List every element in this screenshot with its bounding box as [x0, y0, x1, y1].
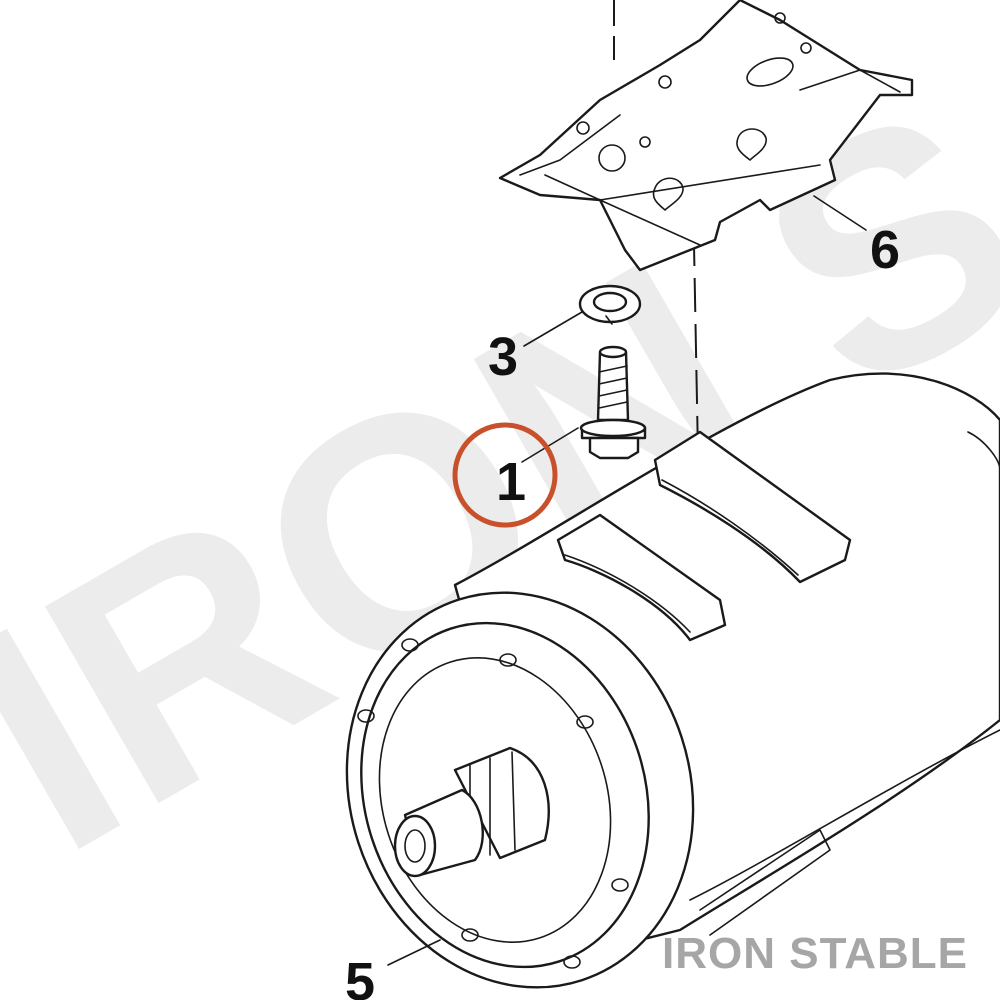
bracket-plate: [498, 0, 914, 272]
motor-body: [345, 372, 1000, 989]
motor-end-cap-inner: [378, 657, 612, 943]
lock-washer: [578, 284, 642, 325]
bracket-rivet: [800, 42, 812, 54]
bolt-hole: [357, 709, 375, 723]
bracket-heart-hole: [652, 177, 684, 211]
brand-wordmark: IRON STABLE: [662, 929, 968, 978]
bracket-fold-line: [544, 164, 821, 246]
callout-part-3: 3: [488, 327, 518, 387]
callout-part-5: 5: [345, 952, 375, 1000]
highlight-circle: [452, 422, 558, 528]
bolt-tip: [598, 345, 628, 359]
mounting-bracket: [498, 0, 914, 272]
leader-line-6: [813, 195, 867, 231]
mounting-rail-left: [556, 513, 727, 642]
leader-line-1: [521, 427, 579, 463]
callout-part-6: 6: [870, 220, 900, 280]
bolt-hole: [499, 653, 517, 667]
bracket-rivet: [774, 12, 786, 24]
shaft-hub: [453, 746, 550, 860]
bolt-hole: [461, 928, 479, 942]
mounting-rail-right: [653, 430, 852, 584]
bolt-thread-lines: [598, 365, 628, 409]
bracket-heart-hole: [736, 128, 767, 161]
bracket-rivet: [658, 75, 672, 89]
washer-inner: [592, 291, 628, 313]
bolt-flange-top: [579, 418, 647, 438]
leader-line-5: [387, 939, 441, 966]
bolt-hole: [401, 638, 419, 652]
motor-base-foot: [699, 829, 831, 936]
bracket-slot: [746, 57, 794, 87]
washer-split: [605, 315, 613, 325]
motor-shaft-end: [393, 814, 437, 878]
leader-line-3: [523, 311, 583, 347]
bracket-rivet: [576, 121, 590, 135]
hex-flange-bolt: [579, 345, 647, 460]
motor-housing-rib: [689, 729, 1000, 901]
bolt-hex-head: [588, 436, 640, 460]
mounting-rail-right-line: [661, 479, 799, 576]
bracket-rivet: [639, 136, 651, 148]
mounting-rail-left-line: [564, 554, 691, 633]
motor-end-cap-ring: [360, 621, 650, 969]
callout-part-1: 1: [496, 452, 526, 512]
bolt-hole: [576, 715, 594, 729]
bolt-hole: [563, 955, 581, 969]
flange-bolt-holes: [357, 638, 629, 969]
bracket-inner-flange: [519, 69, 901, 176]
bolt-hole: [611, 878, 629, 892]
bracket-mount-hole: [598, 144, 626, 172]
bolt-thread: [596, 350, 630, 422]
motor-shaft-bore: [404, 829, 426, 863]
washer-outer: [578, 284, 642, 324]
